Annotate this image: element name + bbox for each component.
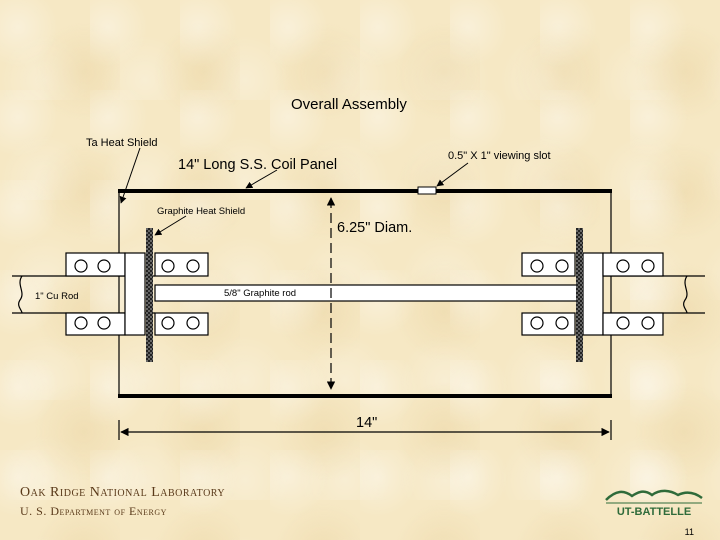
right-clamp-block xyxy=(521,252,664,336)
length-label: 14" xyxy=(356,415,377,431)
graphite-heat-shield-label: Graphite Heat Shield xyxy=(157,206,245,217)
cu-rod-label: 1" Cu Rod xyxy=(35,291,79,302)
graphite-heat-shield-leader xyxy=(154,215,187,236)
diameter-label: 6.25" Diam. xyxy=(337,220,412,236)
ta-heat-shield-leader xyxy=(119,147,141,204)
graphite-rod-label: 5/8" Graphite rod xyxy=(224,288,296,299)
graphite-heat-shield-left xyxy=(146,228,153,362)
coil-panel-label: 14" Long S.S. Coil Panel xyxy=(178,157,337,173)
graphite-heat-shield-right xyxy=(576,228,583,362)
ut-battelle-logo: UT-BATTELLE xyxy=(605,489,703,518)
left-clamp-block xyxy=(65,252,209,336)
diagram-title: Overall Assembly xyxy=(291,96,407,113)
graphite-rod xyxy=(154,284,584,302)
logo-text: UT-BATTELLE xyxy=(617,506,691,518)
viewing-slot xyxy=(417,186,437,195)
page-number: 11 xyxy=(684,527,694,537)
footer-lab-name: Oak Ridge National Laboratory xyxy=(20,485,226,500)
viewing-slot-label: 0.5" X 1" viewing slot xyxy=(448,150,551,162)
coil-panel-leader xyxy=(245,169,278,189)
viewing-slot-leader xyxy=(436,162,469,187)
footer-doe-name: U. S. Department of Energy xyxy=(20,504,167,518)
ta-heat-shield-label: Ta Heat Shield xyxy=(86,137,158,149)
